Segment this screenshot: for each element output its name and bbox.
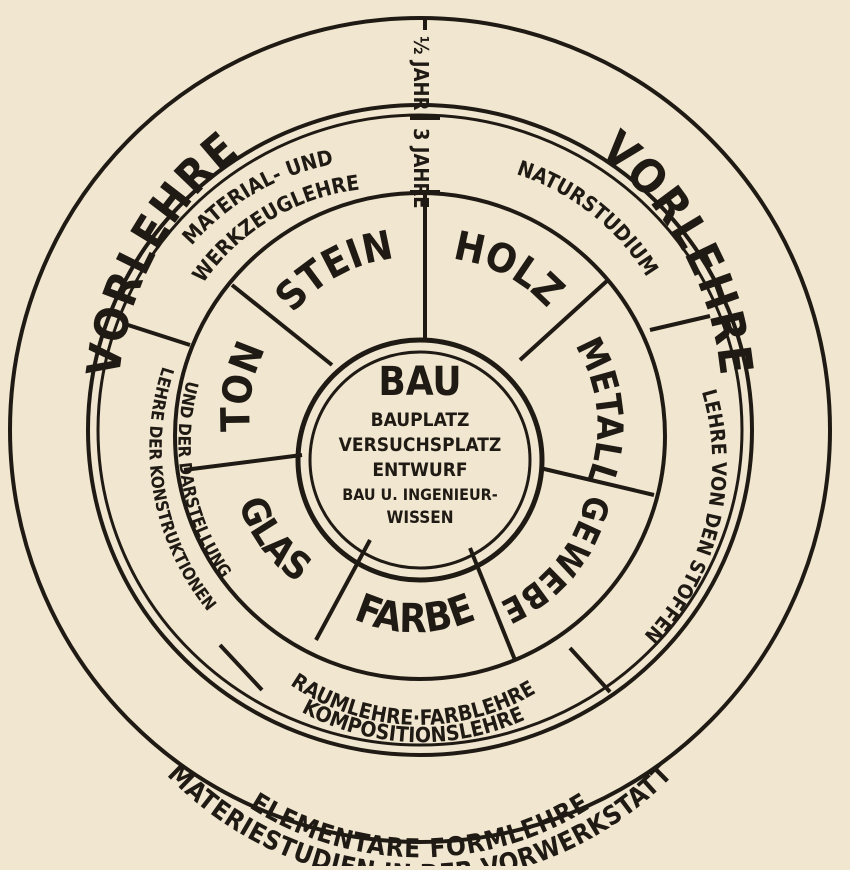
- workshop-farbe: FARBE: [349, 585, 480, 642]
- lehre-von-den-stoffen-label: LEHRE VON DEN STOFFEN: [640, 386, 731, 648]
- theory-dividers: [127, 314, 711, 694]
- center-ring-inner: [308, 350, 532, 570]
- workshop-ton: TON: [213, 335, 274, 432]
- center-line-ingenieur: BAU U. INGENIEUR-: [342, 485, 498, 504]
- half-year-label: ½ JAHR: [409, 36, 433, 111]
- outer-ring: [8, 16, 832, 844]
- workshop-gewebe: GEWEBE: [495, 491, 616, 630]
- center-line-bauplatz: BAUPLATZ: [371, 409, 470, 431]
- center-ring-outer: [295, 337, 545, 583]
- timeline-ticks: [410, 20, 440, 194]
- center-line-wissen: WISSEN: [386, 508, 453, 528]
- center-line-entwurf: ENTWURF: [372, 459, 467, 481]
- center-title-bau: BAU: [378, 359, 461, 405]
- center-line-versuchsplatz: VERSUCHSPLATZ: [339, 434, 502, 456]
- three-years-label: 3 JAHRE: [409, 128, 433, 209]
- workshop-holz: HOLZ: [450, 223, 572, 315]
- theory-ring-outer: [86, 103, 754, 757]
- workshop-metall: METALL: [567, 331, 629, 490]
- workshop-stein: STEIN: [267, 222, 397, 320]
- vorlehre-right-label: VORLEHRE: [591, 120, 764, 379]
- workshop-dividers: [183, 195, 655, 661]
- theory-ring-outer-double: [96, 113, 744, 747]
